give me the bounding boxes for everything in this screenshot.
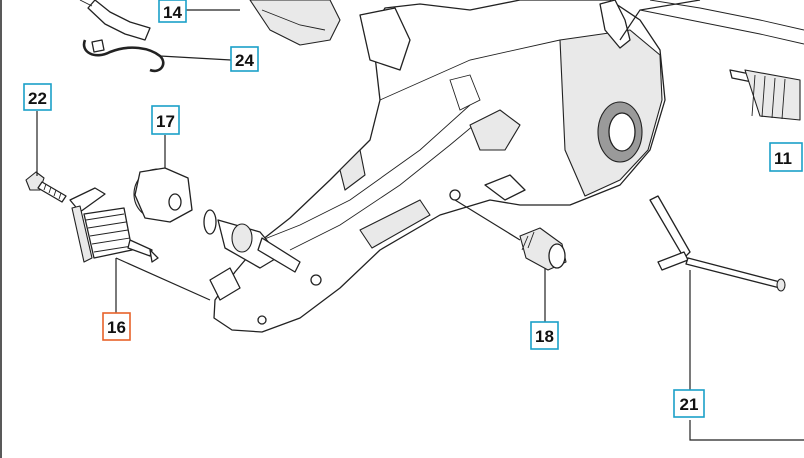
lever-rod-part: [649, 195, 786, 292]
callout-box: [23, 83, 52, 111]
callout-box: [151, 105, 180, 135]
main-housing: [213, 0, 666, 333]
rubber-buffer-part: [133, 167, 193, 223]
callout-17[interactable]: 17: [151, 105, 180, 135]
callout-box: [230, 46, 259, 72]
callout-label: 11: [774, 149, 792, 168]
callout-22[interactable]: 22: [23, 83, 52, 111]
callout-label: 21: [680, 395, 699, 414]
spring-assembly-part: [69, 187, 159, 263]
callout-box-highlighted: [102, 312, 131, 341]
callout-box: [769, 142, 803, 172]
callout-14[interactable]: 14: [158, 0, 187, 23]
spring-hook-part: [79, 0, 151, 41]
callout-box: [673, 389, 705, 418]
callout-label: 24: [235, 51, 254, 70]
right-spring-part: [729, 69, 801, 121]
callout-box: [530, 321, 559, 350]
callout-label: 16: [107, 318, 126, 337]
screw-part: [25, 171, 67, 203]
callout-box: [158, 0, 187, 23]
bolt-washer-part: [203, 209, 301, 301]
hose-clip-part: [82, 39, 165, 73]
callout-16[interactable]: 16: [102, 312, 131, 341]
callout-label: 17: [156, 112, 175, 131]
callout-11[interactable]: 11: [769, 142, 803, 172]
callout-label: 14: [163, 3, 182, 22]
callout-18[interactable]: 18: [530, 321, 559, 350]
leader-lines: [36, 0, 804, 441]
callout-24[interactable]: 24: [230, 46, 259, 72]
callout-21[interactable]: 21: [673, 389, 705, 418]
bushing-part: [519, 227, 567, 271]
callout-label: 18: [535, 327, 554, 346]
callout-label: 22: [28, 89, 47, 108]
upper-bracket-part: [249, 0, 411, 71]
